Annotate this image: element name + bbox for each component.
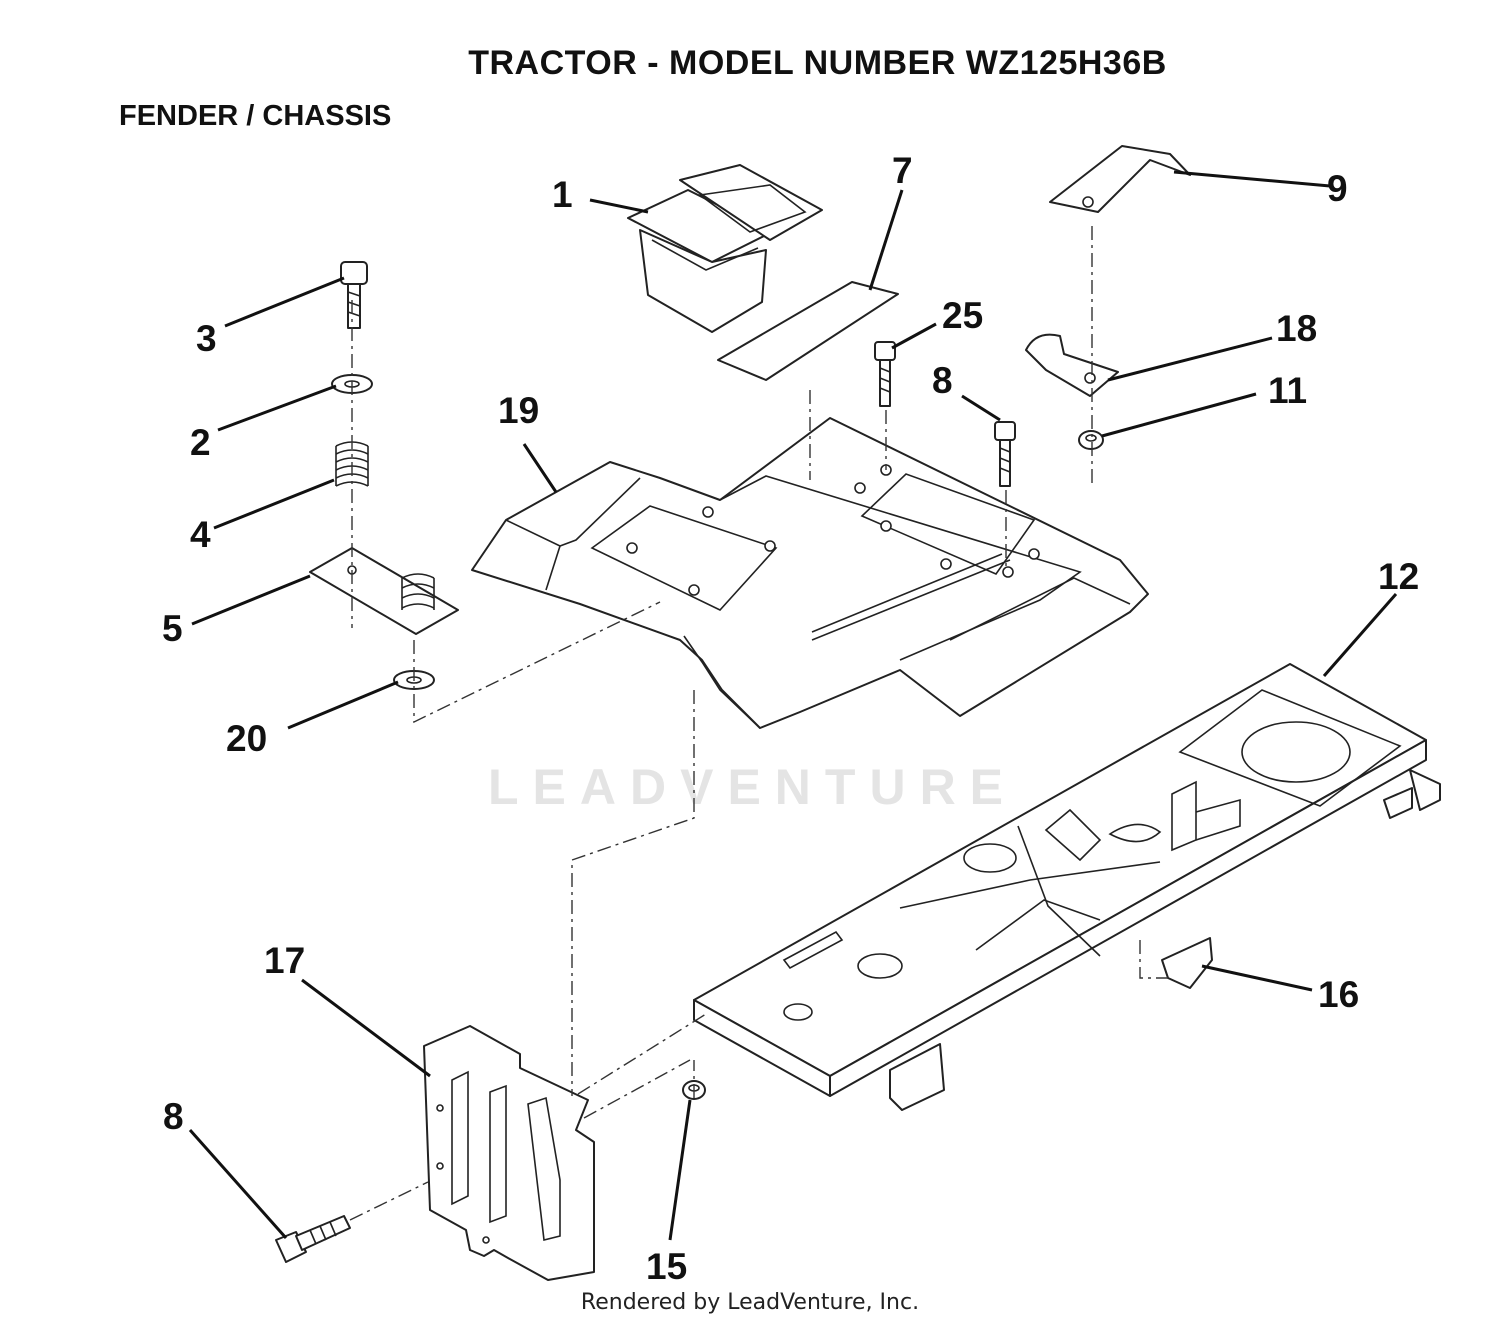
callout-19[interactable]: 19 [498,390,540,431]
callout-4[interactable]: 4 [190,514,211,555]
part-8-bolt-lower[interactable] [275,1215,351,1263]
callout-25[interactable]: 25 [942,295,984,336]
callout-16[interactable]: 16 [1318,974,1360,1015]
footer-credit: Rendered by LeadVenture, Inc. [580,1290,920,1315]
part-7-decal[interactable] [717,281,899,381]
callout-20[interactable]: 20 [226,718,268,759]
callout-leaders [188,170,1398,1241]
callout-8-top[interactable]: 8 [932,360,953,401]
callout-18[interactable]: 18 [1276,308,1318,349]
callout-9[interactable]: 9 [1327,168,1348,209]
part-11-nut[interactable] [1078,430,1104,450]
callout-15[interactable]: 15 [646,1246,688,1287]
callout-3[interactable]: 3 [196,318,217,359]
part-9-plate[interactable] [1049,145,1191,213]
callout-7[interactable]: 7 [892,150,913,191]
callout-12[interactable]: 12 [1378,556,1420,597]
callout-17[interactable]: 17 [264,940,306,981]
assembly-centerlines [349,226,1168,1221]
callout-1[interactable]: 1 [552,174,573,215]
callout-11[interactable]: 11 [1268,370,1308,411]
callout-8-lower[interactable]: 8 [163,1096,184,1137]
part-25-bolt[interactable] [874,341,896,407]
section-title: FENDER / CHASSIS [119,100,392,132]
part-17-front-plate[interactable] [423,1025,595,1281]
part-16-wedge[interactable] [1161,937,1213,989]
part-19-fender[interactable] [471,417,1149,729]
part-18-clip[interactable] [1025,333,1119,397]
watermark-text: LEADVENTURE [488,759,1018,815]
callout-2[interactable]: 2 [190,422,211,463]
part-5-bracket[interactable] [309,547,459,635]
diagram-title: TRACTOR - MODEL NUMBER WZ125H36B [468,44,1167,82]
callout-5[interactable]: 5 [162,608,183,649]
part-1-storage-tray[interactable] [627,164,823,333]
part-12-frame[interactable] [693,663,1441,1111]
part-8-bolt-top[interactable] [994,421,1016,487]
part-3-bolt[interactable] [340,261,368,329]
